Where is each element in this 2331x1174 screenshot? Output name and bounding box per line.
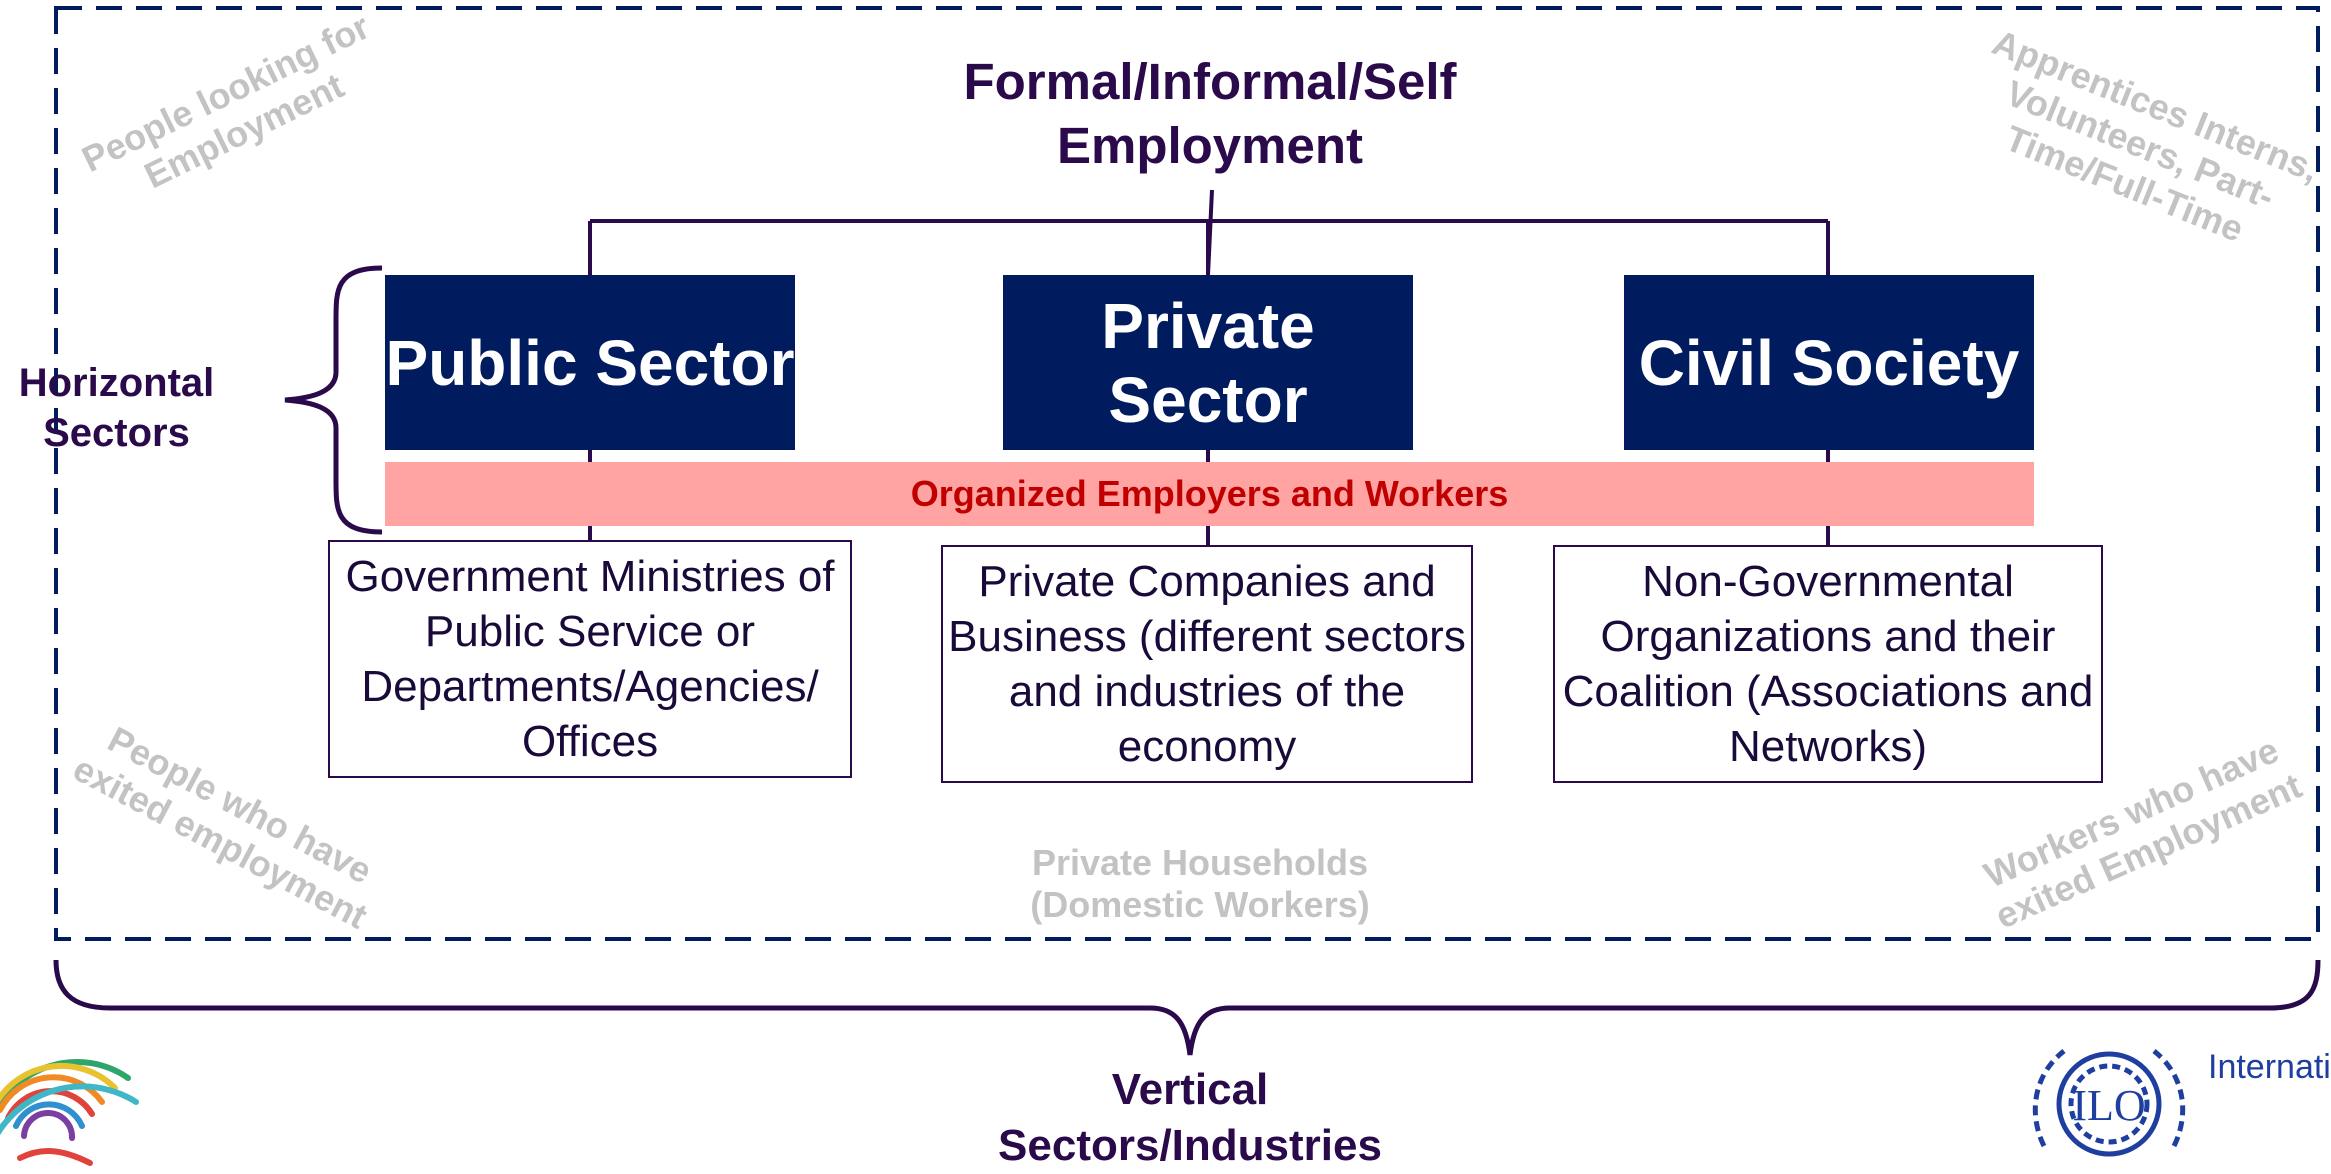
private-sector-description: Private Companies and Business (differen… (941, 545, 1473, 783)
employment-frame (54, 6, 2320, 941)
civil-society-box: Civil Society (1624, 275, 2034, 450)
private-sector-box: Private Sector (1003, 275, 1413, 450)
ilo-emblem-icon: ILO (2032, 1049, 2186, 1157)
private-households-label: Private Households (Domestic Workers) (1030, 842, 1370, 925)
fingerprint-logo (0, 1058, 139, 1166)
ilo-organization-name: International Labour Organization (2208, 1050, 2331, 1084)
horizontal-sectors-label: Horizontal Sectors (18, 361, 215, 455)
employment-title: Formal/Informal/Self Employment (963, 53, 1457, 174)
ilo-emblem-text: ILO (2072, 1081, 2145, 1130)
horizontal-brace (284, 265, 383, 535)
civil-society-description: Non-Governmental Organizations and their… (1553, 545, 2103, 783)
vertical-sectors-label: Vertical Sectors/Industries (998, 1065, 1382, 1170)
public-sector-box: Public Sector (385, 275, 795, 450)
vertical-brace (53, 959, 2321, 1056)
public-sector-description: Government Ministries of Public Service … (328, 540, 852, 778)
organized-employers-band: Organized Employers and Workers (385, 462, 2034, 526)
